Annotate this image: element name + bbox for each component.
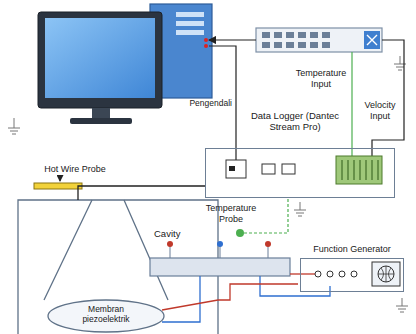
- node-outline: [300, 258, 404, 292]
- computer-monitor: [8, 12, 162, 134]
- node-label: Data Logger (Dantec Stream Pro): [245, 110, 345, 133]
- node-label: Function Generator: [298, 244, 406, 255]
- switch-box: [256, 28, 406, 70]
- node-label: Cavity: [154, 228, 204, 239]
- velocity-wire: [372, 40, 404, 156]
- data-logger: Data Logger (Dantec Stream Pro): [205, 110, 395, 200]
- temperature-wire: [351, 52, 352, 156]
- part-label: Membran piezoelektrik: [75, 304, 137, 324]
- signal-label: Velocity Input: [361, 100, 399, 122]
- part-label: Temperature Probe: [200, 203, 262, 225]
- leader-line: [60, 176, 61, 181]
- generator-panel: [315, 262, 408, 312]
- hot-wire-probe: [34, 183, 82, 189]
- signal-label: Pengendali: [186, 98, 232, 108]
- node-outline: [205, 148, 395, 198]
- temperature-probe: [236, 229, 244, 237]
- part-label: Hot Wire Probe: [30, 164, 120, 175]
- network-wire: [209, 39, 256, 40]
- connector-wire: [218, 284, 298, 300]
- connector-wire: [78, 186, 205, 200]
- function-generator: Function Generator: [298, 244, 406, 294]
- junction-box: [150, 241, 330, 322]
- signal-label: Temperature Input: [294, 68, 348, 90]
